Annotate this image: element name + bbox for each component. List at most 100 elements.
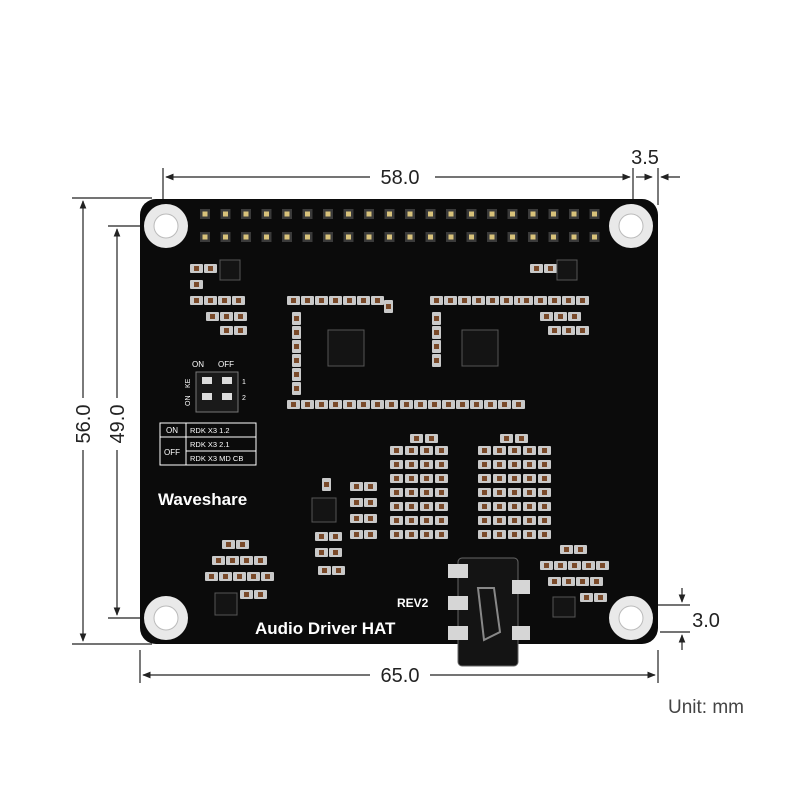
smd-pad (204, 296, 217, 305)
smd-pad (205, 572, 218, 581)
smd-pad (493, 446, 506, 455)
switch-number-1: 1 (242, 379, 246, 386)
smd-pad (390, 446, 403, 455)
smd-pad (435, 530, 448, 539)
smd-pad (384, 300, 393, 313)
smd-pad (540, 561, 553, 570)
smd-pad (329, 548, 342, 557)
smd-pad (562, 326, 575, 335)
smd-pad (523, 502, 536, 511)
smd-pad (420, 516, 433, 525)
smd-pad (240, 590, 253, 599)
smd-pad (301, 400, 314, 409)
smd-pad (484, 400, 497, 409)
smd-pad (204, 264, 217, 273)
unit-label: Unit: mm (668, 697, 744, 718)
smd-pad (548, 296, 561, 305)
smd-pad (219, 572, 232, 581)
header-pin-metal (428, 234, 433, 240)
smd-pad (220, 326, 233, 335)
smd-pad (390, 502, 403, 511)
header-pin-metal (243, 211, 249, 217)
smd-pad (232, 296, 245, 305)
header-pin-metal (551, 234, 556, 240)
switch-on-label: ON (192, 360, 204, 369)
header-pin-metal (284, 211, 290, 217)
smd-pad (576, 296, 589, 305)
smd-pad (548, 577, 561, 586)
smd-pad (410, 434, 423, 443)
smd-pad (478, 516, 491, 525)
smd-pad (493, 516, 506, 525)
smd-pad (538, 474, 551, 483)
smd-pad (493, 530, 506, 539)
dim-right-offset: 3.5 (631, 147, 659, 169)
smd-pad (568, 561, 581, 570)
smd-pad (508, 516, 521, 525)
smd-pad (405, 502, 418, 511)
smd-pad (540, 312, 553, 321)
smd-pad (562, 296, 575, 305)
smd-pad (234, 312, 247, 321)
smd-pad (538, 488, 551, 497)
header-pin-metal (489, 211, 495, 217)
header-pin-metal (407, 211, 413, 217)
smd-pad (523, 446, 536, 455)
smd-pad (287, 296, 300, 305)
smd-pad (538, 446, 551, 455)
header-pin-metal (284, 234, 290, 240)
header-pin-metal (387, 211, 392, 217)
smd-pad (508, 460, 521, 469)
dip-switch (195, 371, 239, 413)
header-pin-metal (243, 234, 249, 240)
smd-pad (390, 460, 403, 469)
smd-pad (435, 502, 448, 511)
smd-pad (560, 545, 573, 554)
smd-pad (594, 593, 607, 602)
header-pin-metal (264, 211, 269, 217)
header-pin-metal (592, 211, 597, 217)
smd-pad (254, 556, 267, 565)
smd-pad (364, 514, 377, 523)
header-pin-metal (305, 211, 310, 217)
smd-pad (390, 516, 403, 525)
header-pin-metal (305, 234, 310, 240)
header-pin-metal (592, 234, 597, 240)
smd-pad (292, 326, 301, 339)
header-pin-metal (510, 234, 515, 240)
smd-pad (508, 474, 521, 483)
table-row-label: RDK X3 1.2 (190, 426, 230, 435)
smd-pad (315, 548, 328, 557)
smd-pad (390, 474, 403, 483)
smd-pad (456, 400, 469, 409)
smd-pad (435, 474, 448, 483)
smd-pad (523, 530, 536, 539)
smd-pad (544, 264, 557, 273)
smd-pad (574, 545, 587, 554)
smd-pad (576, 326, 589, 335)
ic-chips (214, 259, 578, 618)
smd-pad (315, 296, 328, 305)
smd-pad (523, 460, 536, 469)
smd-pad (432, 326, 441, 339)
smd-pad (420, 446, 433, 455)
smd-pad (292, 368, 301, 381)
revision-label: REV2 (397, 596, 429, 610)
dim-hole-offset: 3.0 (692, 610, 720, 632)
header-pin-metal (510, 211, 515, 217)
smd-pad (508, 502, 521, 511)
smd-pad (538, 516, 551, 525)
smd-pad (538, 502, 551, 511)
smd-pad (554, 561, 567, 570)
smd-pad (357, 400, 370, 409)
smd-pad (233, 572, 246, 581)
smd-pad (442, 400, 455, 409)
header-pin-metal (346, 211, 351, 217)
smd-pad (500, 434, 513, 443)
smd-pad (329, 532, 342, 541)
header-pin-metal (387, 234, 392, 240)
smd-pad (472, 296, 485, 305)
smd-pad (508, 446, 521, 455)
smd-pad (212, 556, 225, 565)
